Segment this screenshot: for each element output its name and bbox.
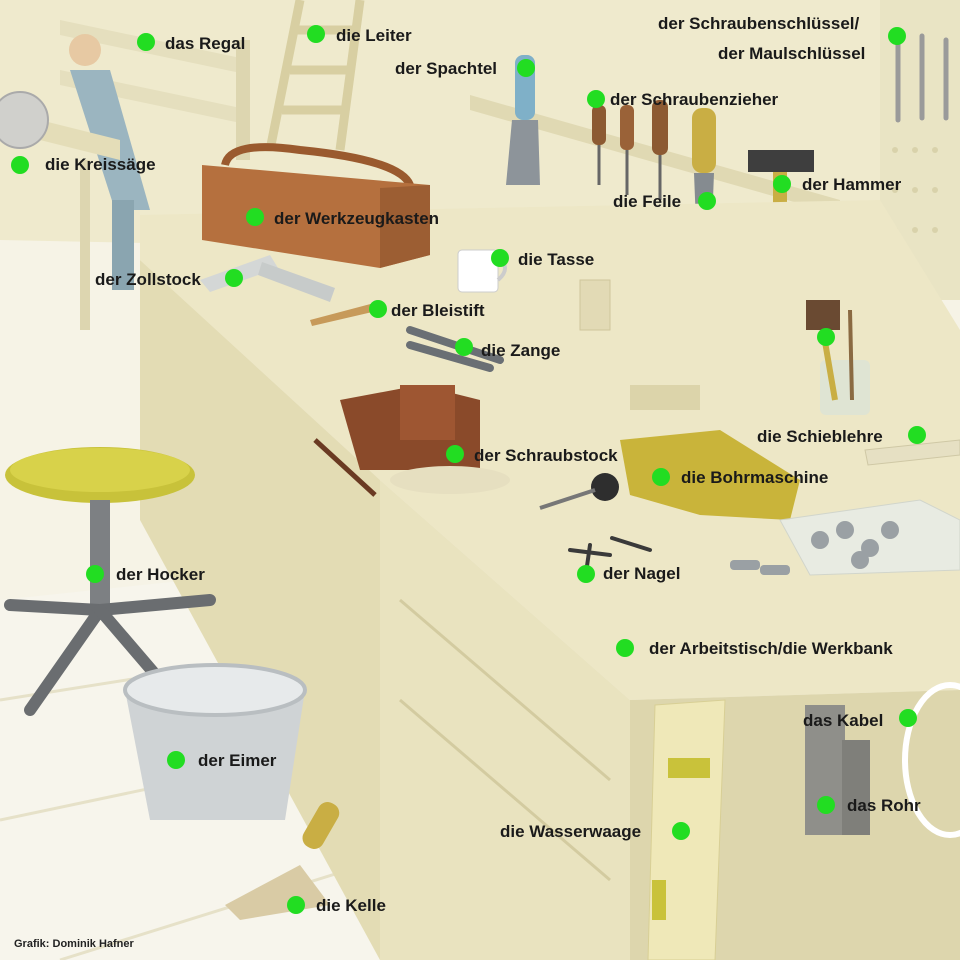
label-leiter: die Leiter: [336, 26, 412, 45]
label-zange: die Zange: [481, 341, 561, 360]
marker-kelle: [287, 896, 305, 914]
marker-spachtel: [517, 59, 535, 77]
label-hocker: der Hocker: [116, 565, 205, 584]
label-feile: die Feile: [613, 192, 682, 211]
marker-kreissaege: [11, 156, 29, 174]
ladder: [265, 0, 365, 151]
marker-schieblehre: [908, 426, 926, 444]
label-arbeitstisch: der Arbeitstisch/die Werkbank: [649, 639, 893, 658]
image-credit: Grafik: Dominik Hafner: [14, 938, 134, 950]
marker-schraubenzieher: [587, 90, 605, 108]
label-kreissaege: die Kreissäge: [45, 155, 156, 174]
bucket-drawing: [123, 663, 307, 820]
label-kabel: das Kabel: [803, 711, 884, 730]
label-rohr: das Rohr: [847, 796, 921, 815]
marker-werkzeugkasten: [246, 208, 264, 226]
marker-zollstock: [225, 269, 243, 287]
label-werkzeugkasten: der Werkzeugkasten: [274, 209, 440, 228]
marker-regal: [137, 33, 155, 51]
label-regal: das Regal: [165, 34, 246, 53]
marker-rohr: [817, 796, 835, 814]
label-schraubenschluessel-line2: der Maulschlüssel: [718, 44, 866, 63]
cable-drawing: [902, 682, 960, 838]
circular-saw-table: [0, 91, 120, 330]
label-kelle: die Kelle: [316, 896, 386, 915]
label-bohrmaschine: die Bohrmaschine: [681, 468, 829, 487]
label-schieblehre: die Schieblehre: [757, 427, 883, 446]
screwdrivers-drawing: [592, 100, 668, 200]
drill-drawing: [539, 430, 800, 520]
marker-feile: [698, 192, 716, 210]
tool-rail: [470, 95, 840, 215]
brushes-jar-drawing: [806, 300, 870, 415]
label-tasse: die Tasse: [518, 250, 595, 269]
wood-blocks: [579, 279, 700, 410]
marker-bohrmaschine: [652, 468, 670, 486]
marker-tasse: [491, 249, 509, 267]
label-spachtel: der Spachtel: [395, 59, 498, 78]
pencil-drawing: [310, 302, 381, 326]
marker-nagel: [577, 565, 595, 583]
marker-zange: [455, 338, 473, 356]
marker-hocker: [86, 565, 104, 583]
marker-kabel: [899, 709, 917, 727]
marker-schraubstock: [446, 445, 464, 463]
label-nagel: der Nagel: [603, 564, 681, 583]
label-schraubenschluessel-line1: der Schraubenschlüssel/: [658, 14, 860, 33]
marker-eimer: [167, 751, 185, 769]
marker-pinsel: [817, 328, 835, 346]
toolbox-drawing: [202, 143, 430, 268]
marker-arbeitstisch: [616, 639, 634, 657]
marker-leiter: [307, 25, 325, 43]
label-hammer: der Hammer: [802, 175, 902, 194]
label-eimer: der Eimer: [198, 751, 277, 770]
workbench-drawing: [140, 200, 960, 960]
caliper-drawing: [864, 439, 960, 466]
screw-tray-drawing: [730, 499, 960, 576]
marker-bleistift: [369, 300, 387, 318]
label-schraubenzieher: der Schraubenzieher: [610, 90, 779, 109]
marker-schraubenschluessel: [888, 27, 906, 45]
marker-wasserwaage: [672, 822, 690, 840]
label-zollstock: der Zollstock: [95, 270, 201, 289]
label-bleistift: der Bleistift: [391, 301, 485, 320]
label-wasserwaage: die Wasserwaage: [500, 822, 642, 841]
stool-drawing: [4, 447, 216, 716]
label-schraubstock: der Schraubstock: [474, 446, 618, 465]
vise-drawing: [313, 385, 510, 497]
marker-hammer: [773, 175, 791, 193]
